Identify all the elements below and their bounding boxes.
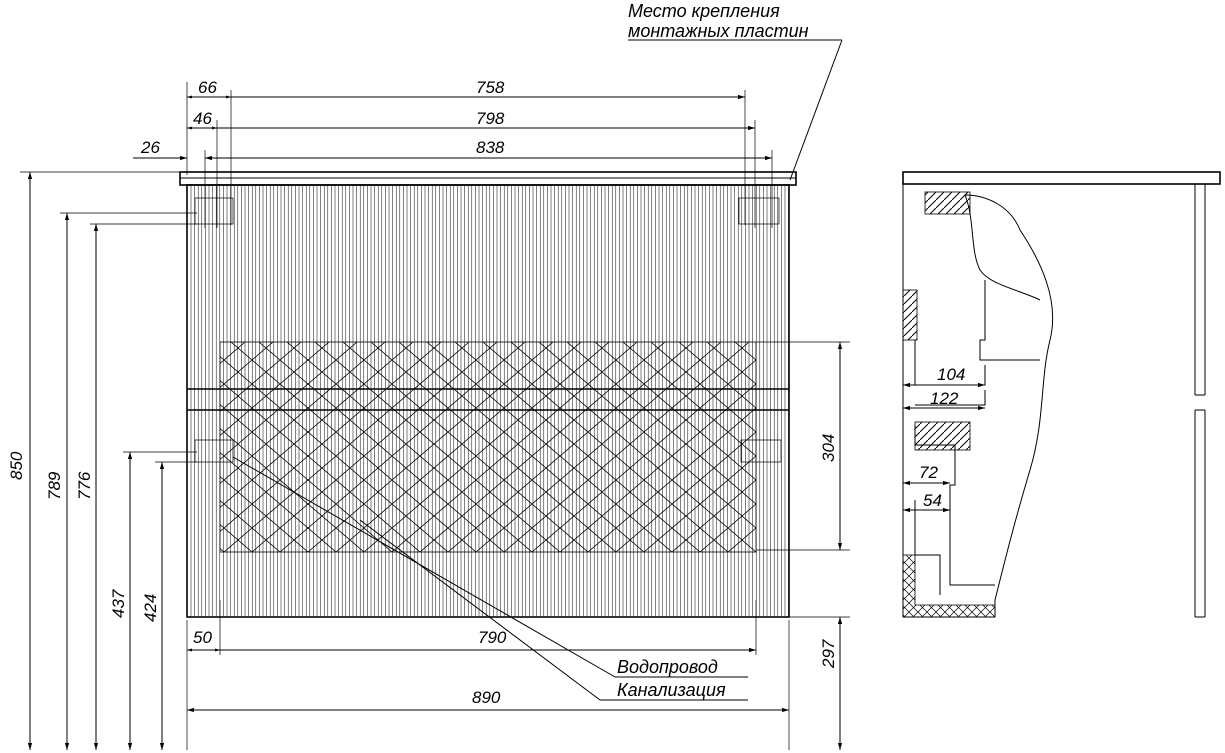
dim-758: 758 [476, 78, 505, 97]
side-view [902, 171, 1221, 618]
note-sewage: Канализация [617, 680, 726, 700]
dim-104: 104 [937, 365, 965, 384]
hatch-drawer [914, 421, 971, 451]
dim-297: 297 [819, 639, 838, 669]
labels: Место крепления монтажных пластин Водопр… [7, 1, 965, 707]
note-mounting-2: монтажных пластин [628, 21, 809, 41]
front-view [179, 171, 797, 618]
dim-66: 66 [198, 78, 217, 97]
mounting-plate-left [194, 197, 234, 225]
mounting-plate-right [738, 197, 780, 225]
dim-72: 72 [919, 463, 938, 482]
dim-304: 304 [819, 434, 838, 462]
dim-46: 46 [193, 109, 212, 128]
pipe-outlet-left [194, 439, 234, 463]
dim-890: 890 [472, 688, 501, 707]
note-water-supply: Водопровод [617, 657, 718, 677]
dim-26: 26 [140, 138, 160, 157]
dim-789: 789 [45, 471, 64, 500]
dim-437: 437 [109, 589, 128, 618]
hatch-bottom [902, 554, 996, 618]
dim-776: 776 [75, 471, 94, 500]
note-mounting-1: Место крепления [628, 1, 780, 21]
lattice-band-upper [219, 341, 757, 390]
dim-50: 50 [193, 628, 212, 647]
hatch-top-wall [924, 191, 971, 215]
dim-798: 798 [476, 109, 505, 128]
hatch-wall-upper [902, 289, 918, 341]
dimension-lines [20, 39, 850, 750]
lattice-band-middle [219, 388, 757, 411]
dim-790: 790 [478, 628, 507, 647]
dim-850: 850 [7, 451, 26, 480]
cabinet-body [186, 184, 790, 618]
side-countertop [902, 171, 1221, 185]
dim-54: 54 [923, 491, 942, 510]
pipe-outlet-right [740, 439, 782, 463]
dim-838: 838 [476, 138, 505, 157]
lattice-band-lower [219, 409, 757, 553]
dim-424: 424 [141, 594, 160, 622]
dim-122: 122 [930, 389, 959, 408]
basin-profile [964, 194, 1054, 617]
